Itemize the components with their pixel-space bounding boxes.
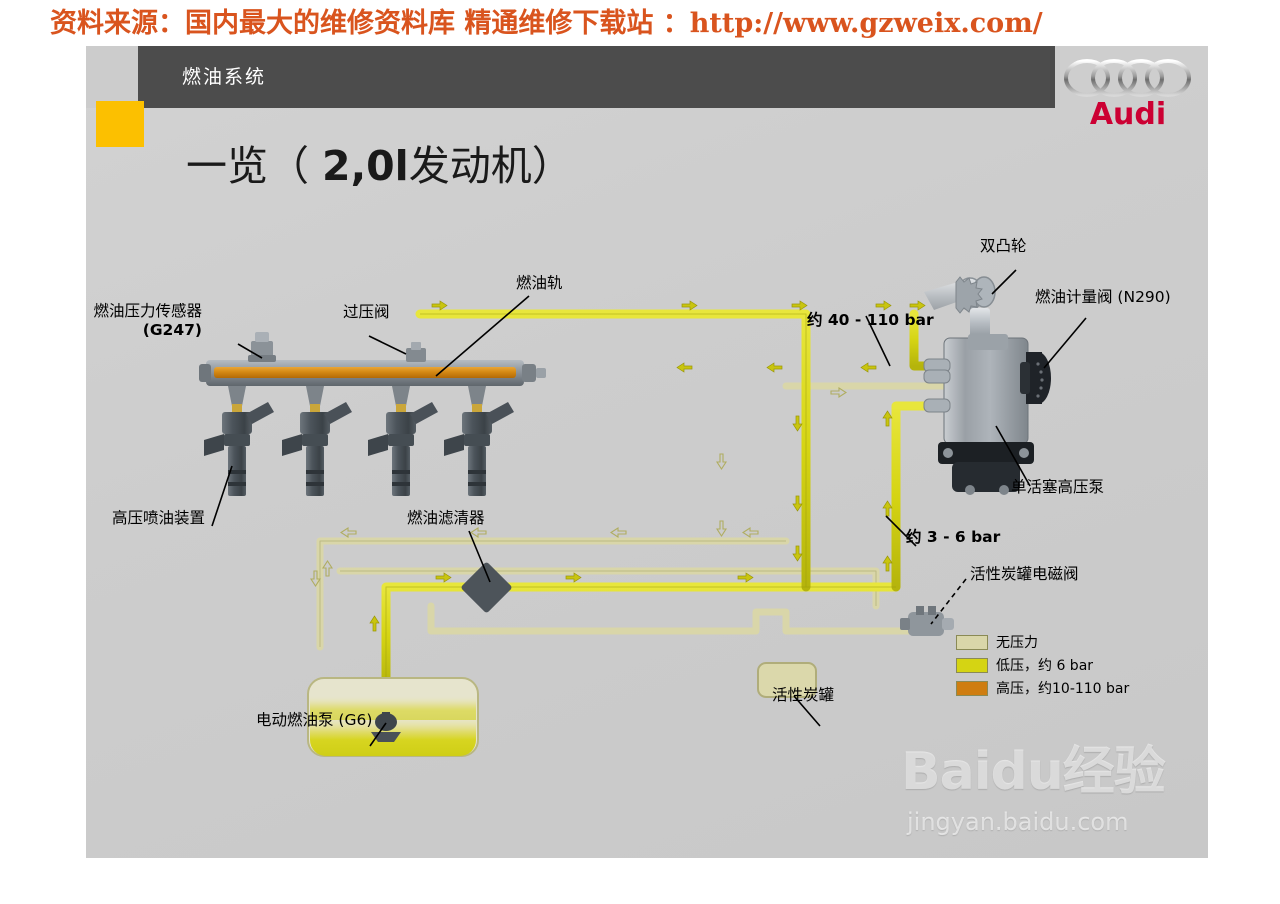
label-fuel-pressure-sensor-text: 燃油压力传感器 [93,302,202,320]
leader-lines [211,269,1087,747]
label-overpressure-valve: 过压阀 [343,303,390,321]
single-piston-hp-pump-part [923,276,1051,495]
leader-purge-valve [930,578,967,625]
legend-swatch-no-pressure [956,634,988,650]
injector [204,386,274,496]
leader-pressure-low [885,515,917,547]
legend-swatch-low-pressure [956,657,988,673]
fuel-pressure-sensor-part [248,332,276,362]
leader-fuel-rail [435,295,530,377]
label-canister-purge-valve: 活性炭罐电磁阀 [970,565,1079,583]
label-fuel-filter: 燃油滤清器 [407,509,485,527]
injector-group [204,386,514,496]
fuel-system-diagram [86,46,1208,858]
label-high-pressure-injector: 高压喷油装置 [112,509,206,527]
label-pressure-low-range: 约 3 - 6 bar [906,528,1001,546]
canister-purge-solenoid-part [900,606,954,636]
label-carbon-canister: 活性炭罐 [772,686,835,704]
leader-metering-valve [1043,317,1087,369]
pressure-legend: 无压力 低压，约 6 bar 高压，约10-110 bar [956,632,1129,701]
injector [282,386,352,496]
audi-logo: Audi [1061,56,1196,138]
fuel-filter-part [461,562,512,613]
legend-label-no-pressure: 无压力 [996,635,1038,651]
overpressure-valve-part [406,310,426,362]
label-pressure-high-range: 约 40 - 110 bar [807,311,934,329]
label-single-piston-hp-pump: 单活塞高压泵 [1011,478,1105,496]
pump-ports [923,358,951,413]
leader-pressure-high [865,315,891,367]
legend-label-high-pressure: 高压，约10-110 bar [996,681,1130,697]
flow-arrows-outline [309,386,848,588]
label-fuel-pressure-sensor: 燃油压力传感器 (G247) [22,302,202,341]
label-electric-fuel-pump: 电动燃油泵 (G6) [256,711,373,729]
no-pressure-pipe-outline [319,540,877,647]
page-title-prefix: 一览（ [186,142,323,190]
flow-arrows [369,300,955,632]
injector [444,386,514,496]
audi-rings-icon [1064,59,1191,97]
leader-filter [468,530,491,583]
label-fuel-metering-valve: 燃油计量阀 (N290) [1035,288,1171,306]
header-title: 燃油系统 [182,66,267,88]
legend-swatch-high-pressure [956,680,988,696]
leader-canister [793,695,821,727]
source-banner: 资料来源：国内最大的维修资料库 精通维修下载站 ：http://www.gzwe… [50,8,1043,39]
label-fuel-pressure-sensor-code: (G247) [142,321,202,340]
leader-sensor [237,343,263,359]
slide-canvas: 燃油系统 Audi 一览（ 2,0l发动机） [86,46,1208,858]
leader-double-cam [991,269,1017,295]
audi-wordmark: Audi [1090,97,1166,132]
leader-injector [211,465,233,527]
page-title-suffix: 发动机） [408,142,573,190]
leader-overpressure-valve [368,335,407,355]
header-bar: 燃油系统 [138,46,1055,108]
legend-item: 无压力 [956,632,1129,652]
fuel-metering-valve-part [1020,352,1051,404]
double-cam-part [924,276,996,340]
legend-item: 高压，约10-110 bar [956,678,1129,698]
fuel-rail [199,360,546,386]
page-title: 一览（ 2,0l发动机） [186,132,573,192]
page-title-engine: 2,0l [322,142,409,190]
label-fuel-rail: 燃油轨 [516,274,563,292]
injector [368,386,438,496]
legend-item: 低压，约 6 bar [956,655,1129,675]
label-double-cam: 双凸轮 [980,237,1027,255]
legend-label-low-pressure: 低压，约 6 bar [996,658,1094,674]
accent-square [96,101,144,147]
carbon-canister-part [757,662,817,698]
low-pressure-pipe-outline [385,313,896,686]
leader-fuel-pump [369,722,387,747]
leader-hp-pump [995,425,1031,487]
leader-line-dashed [930,578,967,625]
header-left-filler [86,46,138,108]
